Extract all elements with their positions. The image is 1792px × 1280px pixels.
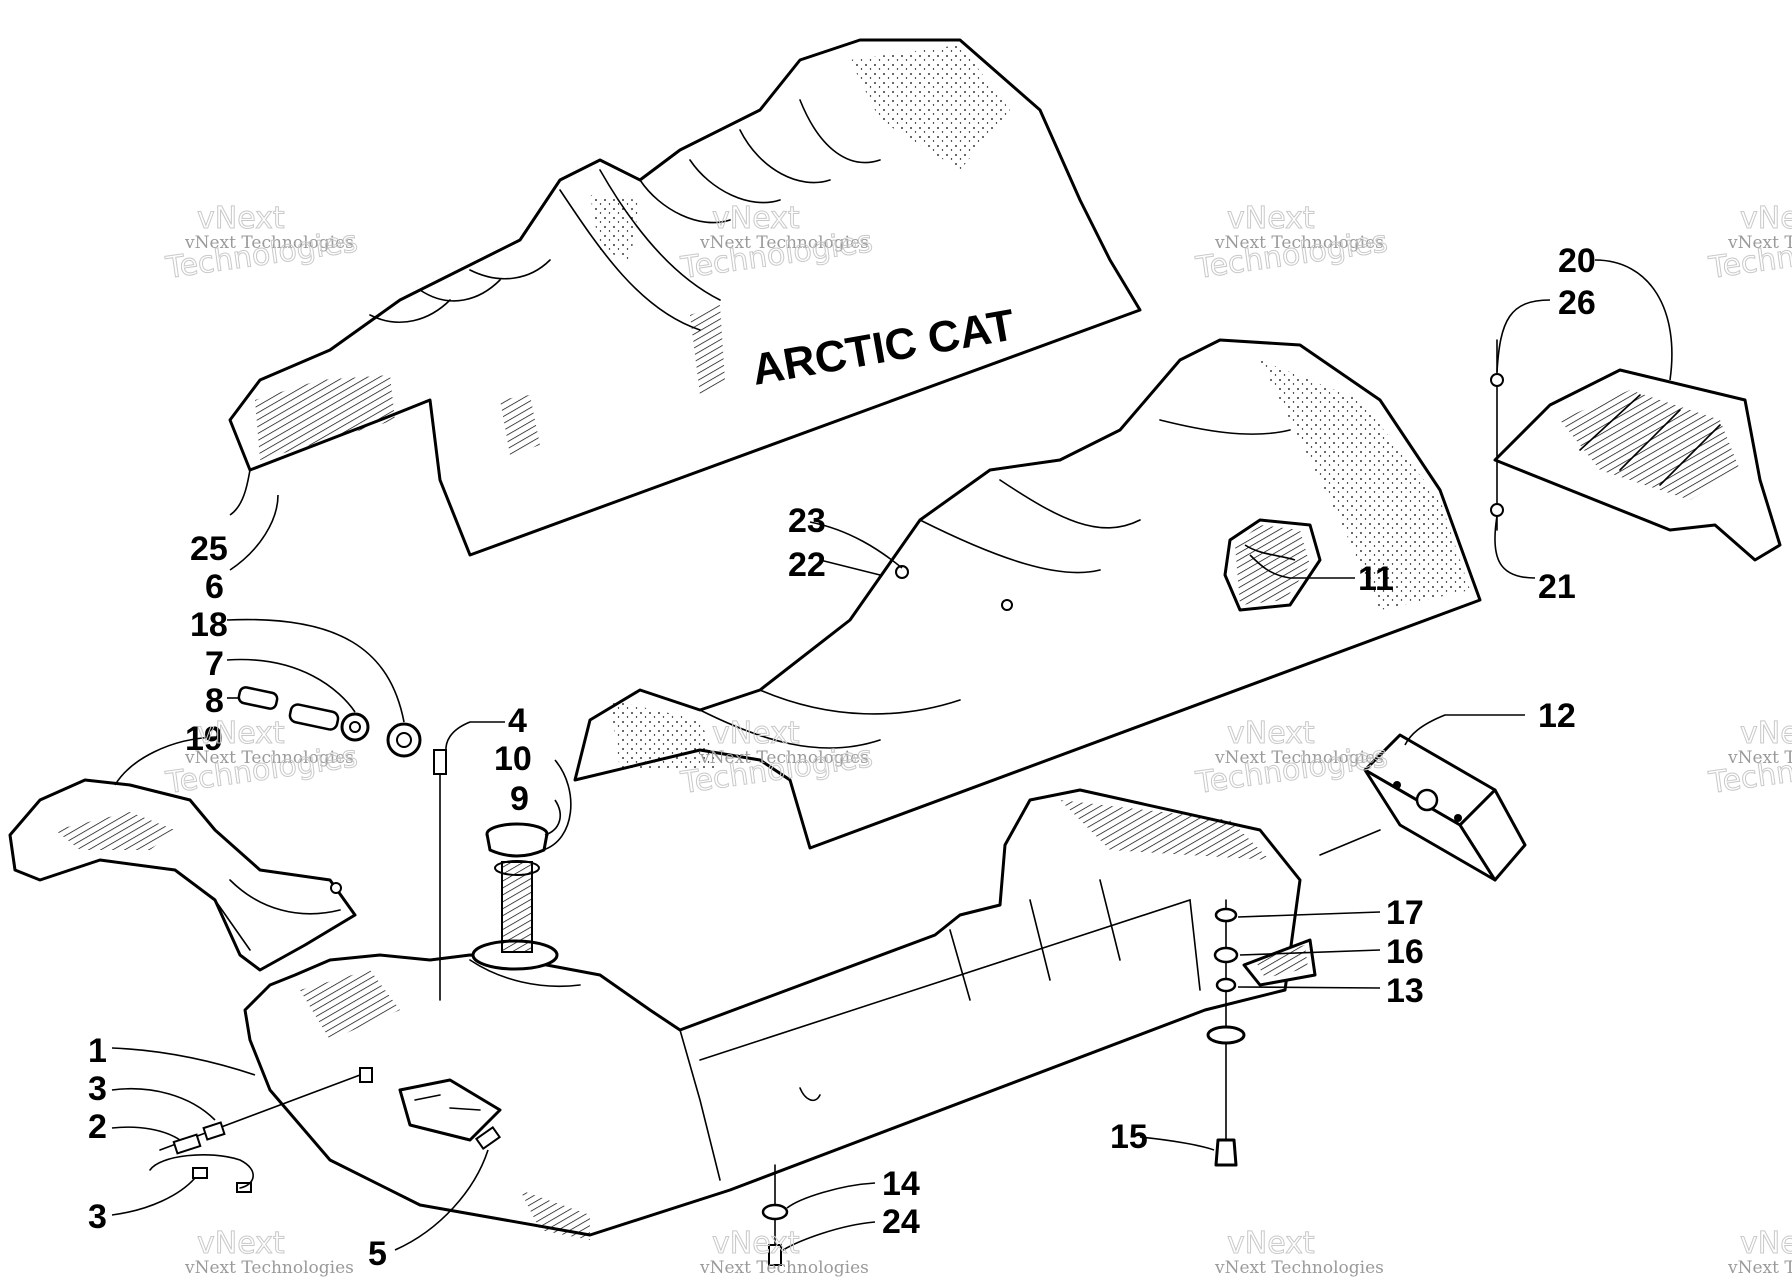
callout-20: 20 — [1558, 242, 1596, 280]
svg-text:vNext Technologies: vNext Technologies — [1727, 1258, 1792, 1278]
svg-text:vNext Technologies: vNext Technologies — [1214, 748, 1384, 768]
watermark: vNext vNext Technologies Technologies — [1706, 716, 1792, 802]
svg-text:vNext Technologies: vNext Technologies — [1727, 233, 1792, 253]
strap-hardware — [237, 686, 447, 1001]
watermark: vNext vNext Technologies Technologies — [1193, 201, 1391, 287]
callout-6: 6 — [205, 568, 224, 606]
svg-text:vNext Technologies: vNext Technologies — [699, 1258, 869, 1278]
watermark: vNext vNext Technologies Technologies — [1193, 716, 1391, 802]
callout-22: 22 — [788, 546, 826, 584]
svg-text:vNext Technologies: vNext Technologies — [184, 1258, 354, 1278]
callout-21: 21 — [1538, 568, 1576, 606]
callout-10: 10 — [494, 740, 532, 778]
watermark: vNext vNext Technologies Technologies — [1706, 201, 1792, 287]
svg-text:vNext: vNext — [1227, 716, 1315, 751]
svg-text:vNext: vNext — [1740, 716, 1792, 751]
svg-text:vNext: vNext — [712, 1226, 800, 1261]
watermark: vNext vNext Technologies Technologies — [163, 716, 361, 802]
svg-text:vNext Technologies: vNext Technologies — [1214, 233, 1384, 253]
callout-1: 1 — [88, 1032, 107, 1070]
svg-text:vNext: vNext — [1227, 201, 1315, 236]
callout-19: 19 — [185, 720, 223, 758]
svg-text:vNext: vNext — [197, 1226, 285, 1261]
callout-15: 15 — [1110, 1118, 1148, 1156]
callout-14: 14 — [882, 1165, 920, 1203]
seat-foam — [573, 338, 1482, 850]
watermark: vNext vNext Technologies — [184, 1226, 354, 1279]
svg-text:vNext: vNext — [197, 716, 285, 751]
callout-26: 26 — [1558, 284, 1596, 322]
callout-16: 16 — [1386, 933, 1424, 971]
callout-11: 11 — [1358, 560, 1394, 598]
watermark: vNext vNext Technologies — [1727, 1226, 1792, 1279]
fuel-cap-gauge — [485, 822, 549, 953]
fuel-fittings — [149, 1067, 789, 1266]
svg-text:vNext Technologies: vNext Technologies — [1214, 1258, 1384, 1278]
callout-24: 24 — [882, 1203, 920, 1241]
callout-4: 4 — [508, 702, 527, 740]
callout-labels: 1 2 3 3 4 5 6 7 8 9 10 11 12 13 14 15 16… — [88, 242, 1596, 1273]
watermark: vNext vNext Technologies Technologies — [163, 201, 361, 287]
callout-3b: 3 — [88, 1198, 107, 1236]
svg-text:vNext Technologies: vNext Technologies — [184, 748, 354, 768]
svg-text:vNext Technologies: vNext Technologies — [699, 233, 869, 253]
mounting-block — [1319, 733, 1527, 882]
callout-9: 9 — [510, 780, 529, 818]
callout-8: 8 — [205, 682, 224, 720]
svg-text:vNext: vNext — [1227, 1226, 1315, 1261]
seat-cover: ARCTIC CAT — [228, 38, 1142, 557]
svg-text:vNext: vNext — [712, 201, 800, 236]
callout-3a: 3 — [88, 1070, 107, 1108]
svg-text:vNext: vNext — [1740, 1226, 1792, 1261]
callout-23: 23 — [788, 502, 826, 540]
callout-17: 17 — [1386, 894, 1424, 932]
leader-lines — [111, 259, 1673, 1251]
seat-base-fuel-tank — [243, 788, 1302, 1240]
svg-text:vNext: vNext — [1740, 201, 1792, 236]
watermark: vNext vNext Technologies — [699, 1226, 869, 1279]
callout-13: 13 — [1386, 972, 1424, 1010]
watermark: vNext vNext Technologies — [1214, 1226, 1384, 1279]
callout-2: 2 — [88, 1108, 107, 1146]
svg-text:vNext: vNext — [712, 716, 800, 751]
svg-text:vNext: vNext — [197, 201, 285, 236]
callout-7: 7 — [205, 645, 224, 683]
callout-12: 12 — [1538, 697, 1576, 735]
callout-5: 5 — [368, 1235, 387, 1273]
console-cover — [8, 778, 357, 972]
fastener-stack — [1206, 899, 1317, 1167]
svg-text:vNext Technologies: vNext Technologies — [1727, 748, 1792, 768]
svg-text:vNext Technologies: vNext Technologies — [184, 233, 354, 253]
svg-text:vNext Technologies: vNext Technologies — [699, 748, 869, 768]
callout-18: 18 — [190, 606, 228, 644]
storage-tray — [1490, 339, 1782, 562]
callout-25: 25 — [190, 530, 228, 568]
